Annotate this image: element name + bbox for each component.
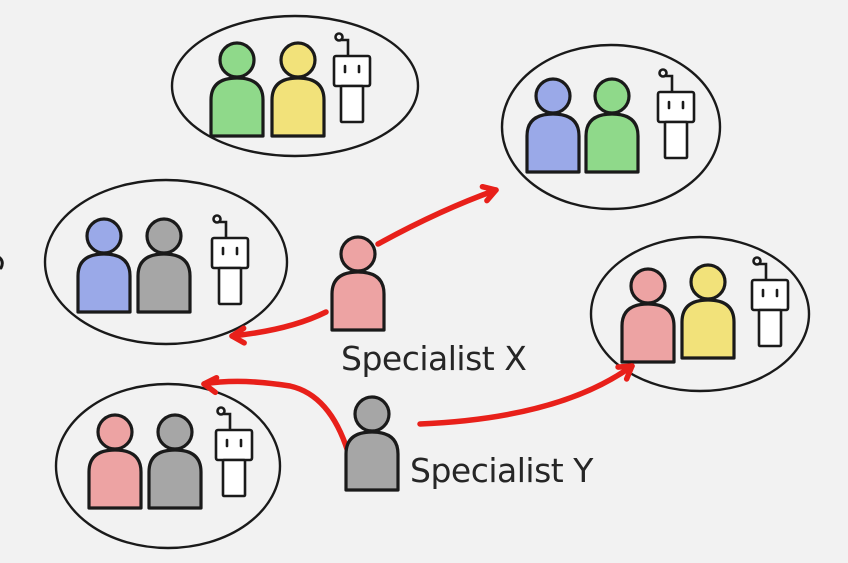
robot-antenna [758,262,768,282]
blue-person-icon [525,77,581,174]
robot-antenna-tip [752,256,762,266]
person-body [525,112,581,174]
person-head [353,395,391,433]
robot-antenna [218,220,228,240]
arrow-x-to-top-right [375,183,499,247]
specialist-y-person-icon [344,395,400,492]
team-middle-left [43,178,289,346]
arrow-head [615,363,635,382]
robot-antenna [222,412,232,432]
robot-icon [750,256,790,348]
team-boundary [43,178,289,346]
team-boundary [170,14,420,158]
gray-person-icon [147,413,203,510]
person-body [680,298,736,360]
robot-icon [332,32,372,124]
robot-head [332,54,372,88]
arrow-line [229,309,329,339]
pink-person-icon [620,267,676,364]
team-top-right [500,43,722,211]
specialist-x-label: Specialist X [341,339,527,378]
robot-head [214,428,254,462]
person-head [279,41,317,79]
edge-mark [0,256,4,270]
person-body [147,448,203,510]
person-head [534,77,572,115]
person-head [218,41,256,79]
person-head [96,413,134,451]
team-boundary [500,43,722,211]
gray-person-icon [136,217,192,314]
robot-antenna [664,74,674,94]
person-body [209,76,265,138]
robot-body [757,308,783,348]
person-body [584,112,640,174]
team-boundary [589,235,811,393]
arrow-line [375,187,499,247]
arrow-line [417,363,635,427]
arrow-head [479,183,499,204]
person-head [85,217,123,255]
team-middle-right [589,235,811,393]
arrow-line [201,378,351,455]
person-head [339,235,377,273]
robot-head [750,278,790,312]
person-body [330,270,386,332]
robot-antenna [340,38,350,58]
team-top-middle [170,14,420,158]
robot-antenna-tip [216,406,226,416]
robot-icon [210,214,250,306]
arrow-head [201,375,220,396]
arrow-y-to-middle-right [417,363,635,427]
robot-antenna-tip [212,214,222,224]
robot-antenna-tip [334,32,344,42]
pink-person-icon [87,413,143,510]
robot-body [663,120,689,160]
robot-head [210,236,250,270]
person-body [76,252,132,314]
person-head [629,267,667,305]
team-bottom-left [54,382,282,550]
team-boundary [54,382,282,550]
person-head [689,263,727,301]
yellow-person-icon [270,41,326,138]
blue-person-icon [76,217,132,314]
person-head [156,413,194,451]
arrow-x-to-middle-left [229,309,329,346]
person-body [344,430,400,492]
robot-body [221,458,247,498]
yellow-person-icon [680,263,736,360]
person-body [270,76,326,138]
green-person-icon [584,77,640,174]
person-body [136,252,192,314]
robot-antenna-tip [658,68,668,78]
person-body [620,302,676,364]
specialist-y-label: Specialist Y [410,451,593,490]
robot-icon [656,68,696,160]
robot-body [339,84,365,124]
robot-head [656,90,696,124]
specialist-x-person-icon [330,235,386,332]
person-head [593,77,631,115]
connection-arrows [201,183,635,455]
arrow-y-to-bottom-left [201,375,351,455]
robot-body [217,266,243,306]
robot-icon [214,406,254,498]
green-person-icon [209,41,265,138]
arrow-head [229,325,247,346]
person-head [145,217,183,255]
person-body [87,448,143,510]
